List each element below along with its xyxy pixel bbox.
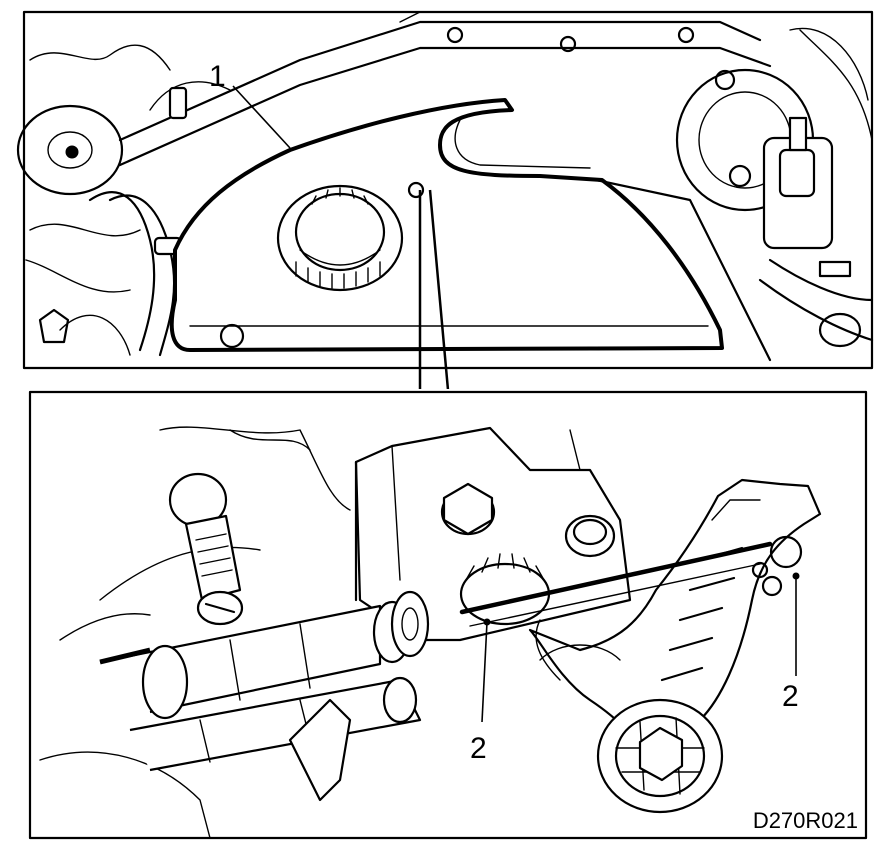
callout-2-left: 2 bbox=[470, 618, 491, 765]
frame-rail bbox=[594, 178, 772, 362]
detail-view-frame bbox=[28, 390, 868, 840]
adjuster-wheel-icon bbox=[596, 698, 724, 814]
reservoir-cap bbox=[276, 184, 404, 292]
left-engine-components bbox=[16, 44, 231, 357]
callout-2-right: 2 bbox=[782, 572, 800, 713]
figure-code: D270R021 bbox=[753, 808, 858, 833]
callout-1: 1 bbox=[209, 60, 291, 149]
bolt-icon bbox=[564, 514, 616, 558]
bolt-icon bbox=[38, 308, 70, 344]
bolt-icon bbox=[440, 482, 496, 536]
detail-view bbox=[28, 390, 868, 840]
crossmember bbox=[118, 11, 772, 167]
engine-bay-view bbox=[16, 10, 874, 370]
right-engine-components bbox=[675, 27, 874, 348]
hose-clamp bbox=[168, 472, 244, 626]
shaft-assembly bbox=[99, 590, 430, 802]
reservoir-outline bbox=[169, 98, 724, 352]
leader-line-1 bbox=[232, 85, 291, 149]
leader-line-2-left bbox=[481, 621, 488, 723]
callout-label-2-left: 2 bbox=[470, 732, 487, 765]
callout-label-2-right: 2 bbox=[782, 680, 799, 713]
gauge-tool bbox=[528, 478, 822, 814]
bracket-housing bbox=[354, 426, 632, 642]
callout-label-1: 1 bbox=[209, 60, 226, 93]
feeler-blade bbox=[459, 541, 773, 627]
fluid-reservoir bbox=[169, 98, 724, 352]
